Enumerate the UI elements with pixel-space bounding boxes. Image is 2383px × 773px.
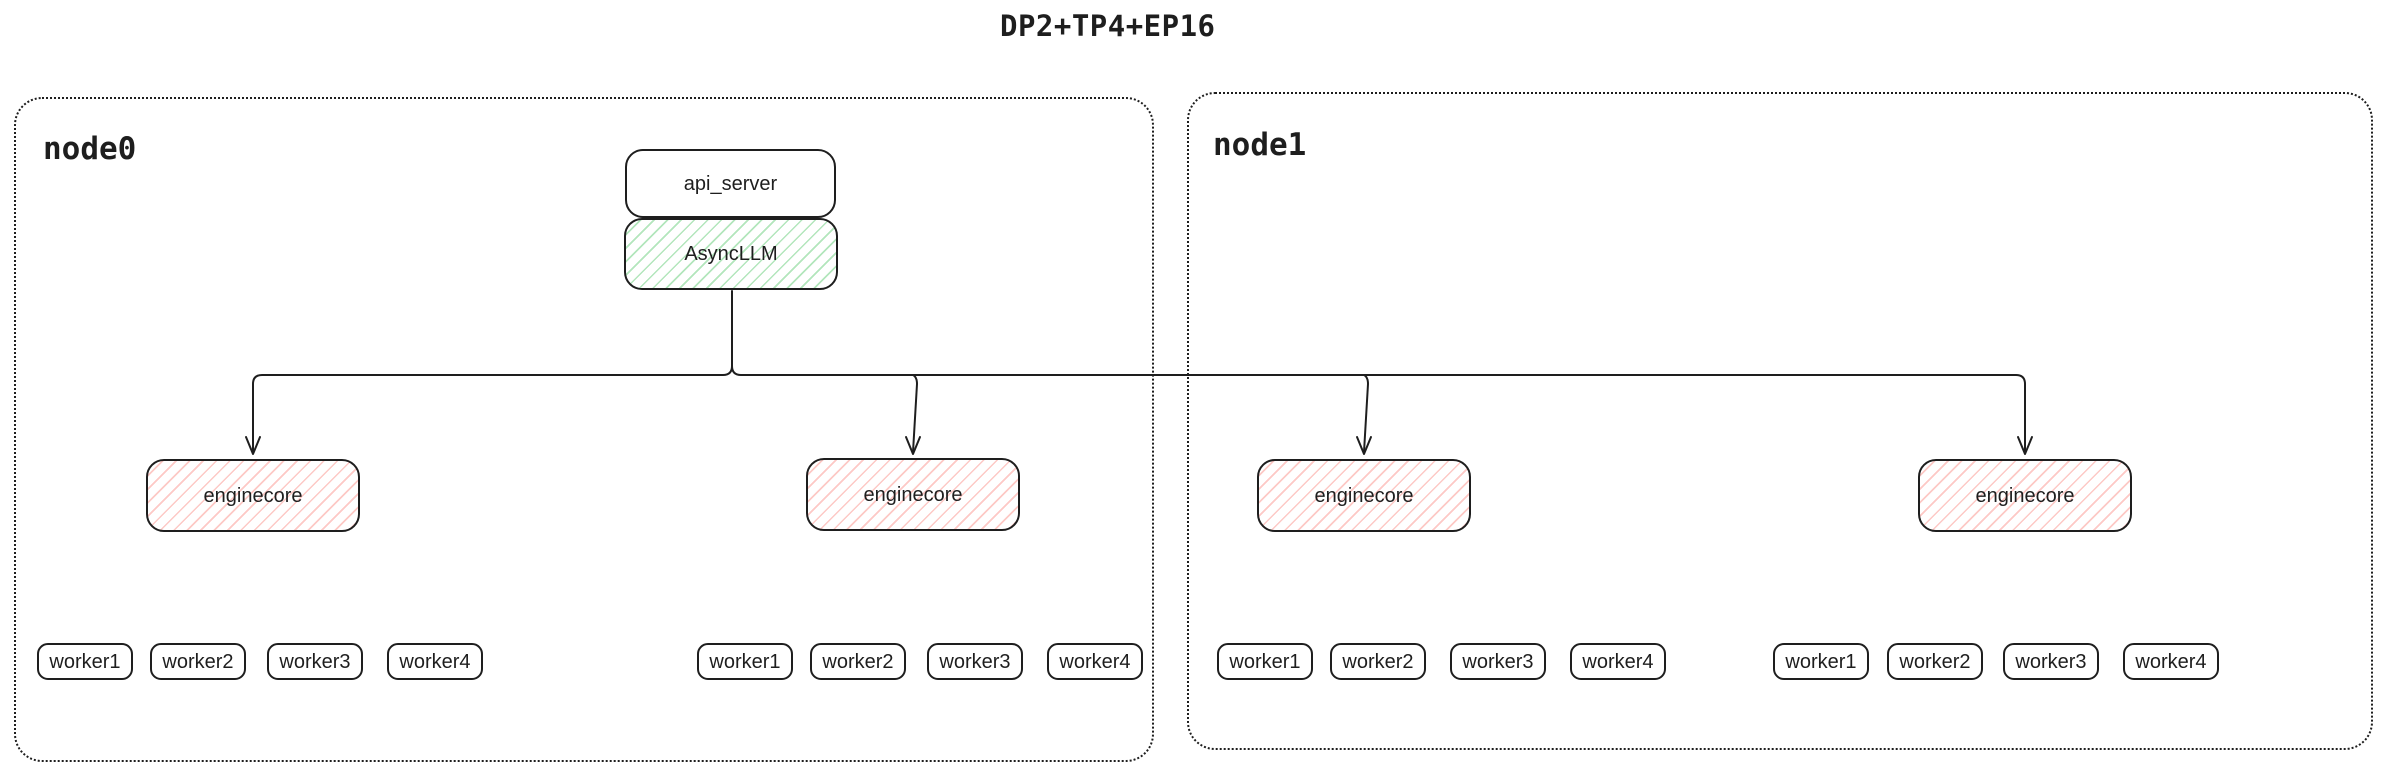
- worker-label: worker3: [1462, 650, 1534, 673]
- worker-label: worker3: [2015, 650, 2087, 673]
- enginecore-box-3: enginecore: [1257, 459, 1471, 532]
- enginecore-label: enginecore: [1314, 484, 1414, 507]
- worker-box-g3-4: worker4: [1570, 643, 1666, 680]
- worker-box-g4-1: worker1: [1773, 643, 1869, 680]
- worker-label: worker4: [399, 650, 471, 673]
- asyncllm-label: AsyncLLM: [684, 243, 778, 265]
- worker-label: worker2: [1899, 650, 1971, 673]
- worker-box-g2-4: worker4: [1047, 643, 1143, 680]
- worker-label: worker2: [1342, 650, 1414, 673]
- worker-box-g2-2: worker2: [810, 643, 906, 680]
- api-server-box: api_server: [625, 149, 836, 218]
- worker-label: worker1: [1785, 650, 1857, 673]
- worker-box-g3-2: worker2: [1330, 643, 1426, 680]
- asyncllm-box: AsyncLLM: [624, 218, 838, 290]
- worker-label: worker3: [939, 650, 1011, 673]
- worker-box-g3-3: worker3: [1450, 643, 1546, 680]
- worker-label: worker2: [822, 650, 894, 673]
- worker-box-g2-1: worker1: [697, 643, 793, 680]
- worker-box-g1-3: worker3: [267, 643, 363, 680]
- worker-label: worker4: [1059, 650, 1131, 673]
- api-server-label: api_server: [683, 172, 778, 195]
- worker-box-g4-4: worker4: [2123, 643, 2219, 680]
- worker-label: worker4: [1582, 650, 1654, 673]
- enginecore-label: enginecore: [203, 484, 303, 507]
- enginecore-label: enginecore: [1975, 484, 2075, 507]
- worker-box-g3-1: worker1: [1217, 643, 1313, 680]
- worker-box-g1-1: worker1: [37, 643, 133, 680]
- enginecore-box-4: enginecore: [1918, 459, 2132, 532]
- enginecore-box-1: enginecore: [146, 459, 360, 532]
- diagram-title: DP2+TP4+EP16: [1000, 9, 1216, 43]
- worker-label: worker1: [709, 650, 781, 673]
- enginecore-label: enginecore: [863, 483, 963, 506]
- worker-box-g4-3: worker3: [2003, 643, 2099, 680]
- worker-label: worker3: [279, 650, 351, 673]
- worker-label: worker2: [162, 650, 234, 673]
- worker-box-g2-3: worker3: [927, 643, 1023, 680]
- worker-label: worker1: [49, 650, 121, 673]
- enginecore-box-2: enginecore: [806, 458, 1020, 531]
- node0-label: node0: [43, 131, 137, 167]
- node1-label: node1: [1213, 127, 1307, 163]
- worker-box-g1-2: worker2: [150, 643, 246, 680]
- worker-label: worker1: [1229, 650, 1301, 673]
- worker-label: worker4: [2135, 650, 2207, 673]
- worker-box-g1-4: worker4: [387, 643, 483, 680]
- worker-box-g4-2: worker2: [1887, 643, 1983, 680]
